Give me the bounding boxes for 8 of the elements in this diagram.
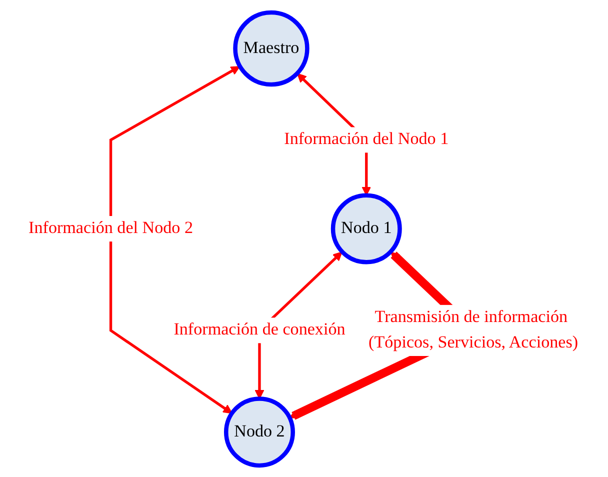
edge-label: Información del Nodo 1 [284,130,448,148]
edge-label: Transmisión de información (Tópicos, Servicios, Acciones) [368,308,578,352]
edge-label: Información de conexión [173,320,346,338]
node-circle: Nodo 1 [330,192,402,264]
edge-label: Información del Nodo 2 [28,218,193,237]
arrow [109,66,240,414]
node-circle: Maestro [232,10,310,86]
node-circle: Nodo 2 [224,396,295,468]
